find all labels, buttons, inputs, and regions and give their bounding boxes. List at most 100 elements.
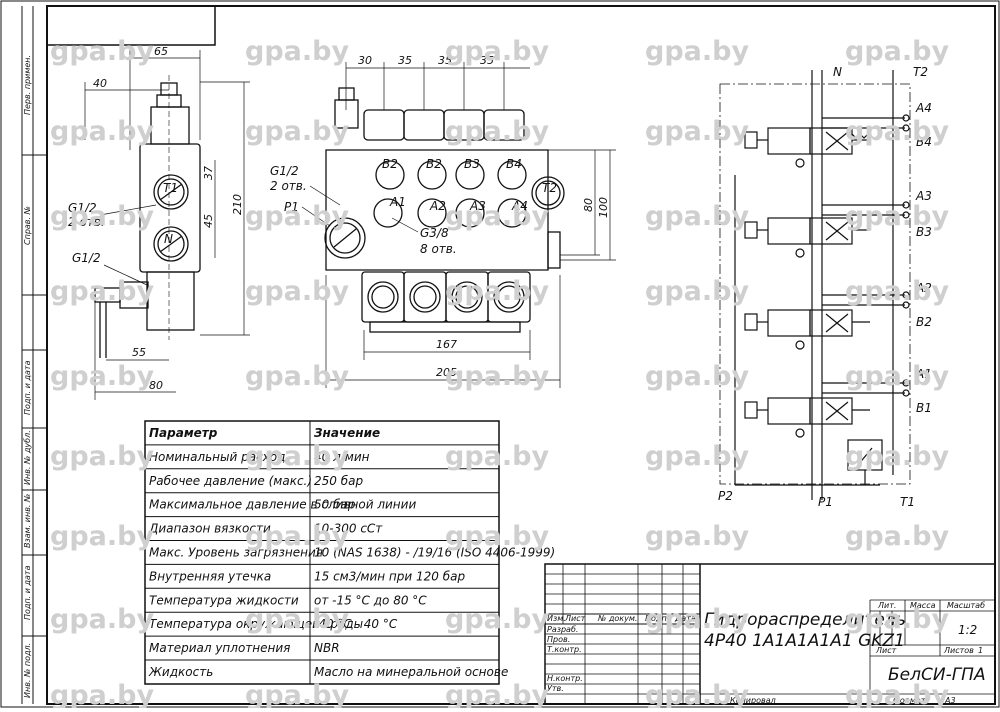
tb-format-value: А3 (944, 696, 956, 705)
watermark-text: gpa.by (845, 116, 949, 147)
tb-listov: Листов (943, 646, 974, 655)
tb-list: Лист (875, 646, 897, 655)
tb-col-doc: № докум. (597, 614, 637, 623)
port-a-label: A3 (469, 199, 486, 213)
param-value-cell: 50 бар (314, 498, 356, 512)
port-t2-label: T2 (542, 181, 557, 195)
schematic-a-label: A3 (915, 189, 932, 203)
watermark-text: gpa.by (245, 201, 349, 232)
margin-label: Инв. № дубл. (23, 430, 32, 485)
param-value-cell: Масло на минеральной основе (314, 665, 508, 679)
watermark-text: gpa.by (845, 604, 949, 635)
param-name-cell: Температура окружающей среды (149, 617, 363, 631)
dim-30: 30 (358, 54, 372, 67)
watermark-text: gpa.by (245, 276, 349, 307)
watermark-text: gpa.by (645, 680, 749, 708)
port-g12-count: 2 отв. (270, 179, 307, 193)
tb-kopiroval: Копировал (730, 696, 776, 705)
schematic-t2-label: T2 (913, 65, 928, 79)
title-code: 4Р40 1A1A1A1A1 GKZ1 (704, 631, 905, 651)
param-value-cell: 10 (NAS 1638) - /19/16 (ISO 4406-1999) (314, 546, 555, 560)
dim-45: 45 (202, 214, 215, 228)
watermark-text: gpa.by (445, 201, 549, 232)
port-a-label: A2 (429, 199, 446, 213)
watermark-text: gpa.by (845, 441, 949, 472)
watermark-text: gpa.by (845, 361, 949, 392)
tb-scale: 1:2 (958, 623, 977, 637)
title-main: Гидрораспределитель (704, 610, 906, 630)
port-g38-count: 8 отв. (420, 242, 457, 256)
watermark-text: gpa.by (845, 276, 949, 307)
tb-organization: БелСИ-ГПА (888, 665, 986, 685)
schematic-a-label: A4 (915, 101, 932, 115)
schematic-t1-label: T1 (900, 495, 915, 509)
param-value-cell: от -15 °С до 80 °С (314, 593, 427, 607)
watermark-text: gpa.by (50, 680, 154, 708)
tb-role: Разраб. (547, 625, 578, 634)
watermark-text: gpa.by (50, 441, 154, 472)
watermark-text: gpa.by (50, 276, 154, 307)
param-value-cell: NBR (314, 641, 340, 655)
margin-label: Перв. примен. (23, 55, 32, 115)
front-view-leaders (301, 185, 419, 233)
port-p1-label: P1 (284, 200, 299, 214)
watermark-text: gpa.by (845, 201, 949, 232)
tb-role: Утв. (547, 684, 564, 693)
table-header-cell: Значение (314, 426, 380, 440)
watermark-text: gpa.by (245, 36, 349, 67)
watermark-text: gpa.by (245, 116, 349, 147)
title-block-text: Изм. Лист № докум. Подп. Дата Разраб. Пр… (547, 601, 986, 705)
port-g12-label: G1/2 (68, 201, 97, 215)
port-t1-label: T1 (163, 181, 178, 195)
side-view-dimension-labels: 65 40 37 45 210 55 80 T1 N G1/2 2 отв. G… (68, 45, 244, 392)
tb-format: Формат (893, 696, 926, 705)
schematic-b-label: B1 (916, 401, 932, 415)
front-view-port-labels: B2 B2 B3 B4 A1 A2 A3 A4 T2 G1/2 2 отв. P… (270, 157, 557, 256)
title-block (544, 563, 996, 705)
watermark-text: gpa.by (445, 361, 549, 392)
watermark-text: gpa.by (645, 521, 749, 552)
watermark-text: gpa.by (50, 116, 154, 147)
margin-label: Подп. и дата (23, 565, 32, 620)
port-a-label: A4 (511, 199, 528, 213)
schematic-p2-label: P2 (718, 489, 733, 503)
param-name-cell: Температура жидкости (149, 593, 299, 607)
dim-35: 35 (398, 54, 412, 67)
watermark-text: gpa.by (845, 680, 949, 708)
watermark-text: gpa.by (245, 604, 349, 635)
watermark-text: gpa.by (445, 276, 549, 307)
watermark-text: gpa.by (245, 680, 349, 708)
schematic-a-label: A2 (915, 281, 932, 295)
watermark-text: gpa.by (50, 36, 154, 67)
side-view-dimensions (84, 50, 250, 400)
dim-205: 205 (436, 366, 457, 379)
watermark-text: gpa.by (50, 201, 154, 232)
port-g12-count: 2 отв. (68, 215, 105, 229)
watermark-text: gpa.by (645, 116, 749, 147)
side-view-leaders (99, 204, 157, 286)
tb-col-data: Дата (674, 614, 696, 623)
schematic-b-label: B4 (916, 135, 932, 149)
watermarks: gpa.by gpa.by gpa.by gpa.by gpa.by gpa.by gpa.… (50, 36, 949, 711)
param-value-cell: 40 л/мин (314, 450, 370, 464)
watermark-text: gpa.by (645, 201, 749, 232)
port-n-label: N (164, 232, 173, 246)
watermark-text: gpa.by (645, 276, 749, 307)
param-value-cell: 10-300 сСт (314, 522, 383, 536)
dim-35: 35 (480, 54, 494, 67)
schematic-labels: N T2 A4 B4 A3 B3 A2 B2 A1 B1 P2 P1 T1 (718, 65, 932, 509)
margin-label: Взам. инв. № (23, 494, 32, 548)
dim-100: 100 (597, 197, 610, 218)
schematic-b-label: B2 (916, 315, 932, 329)
dim-65: 65 (154, 45, 168, 58)
front-view-dimension-labels: 30 35 35 35 80 100 167 205 (358, 54, 610, 379)
watermark-text: gpa.by (50, 361, 154, 392)
tb-role: Т.контр. (547, 645, 582, 654)
param-name-cell: Жидкость (148, 665, 213, 679)
watermark-text: gpa.by (245, 441, 349, 472)
tb-massa: Масса (910, 601, 936, 610)
watermark-text: gpa.by (645, 441, 749, 472)
watermark-text: gpa.by (445, 441, 549, 472)
